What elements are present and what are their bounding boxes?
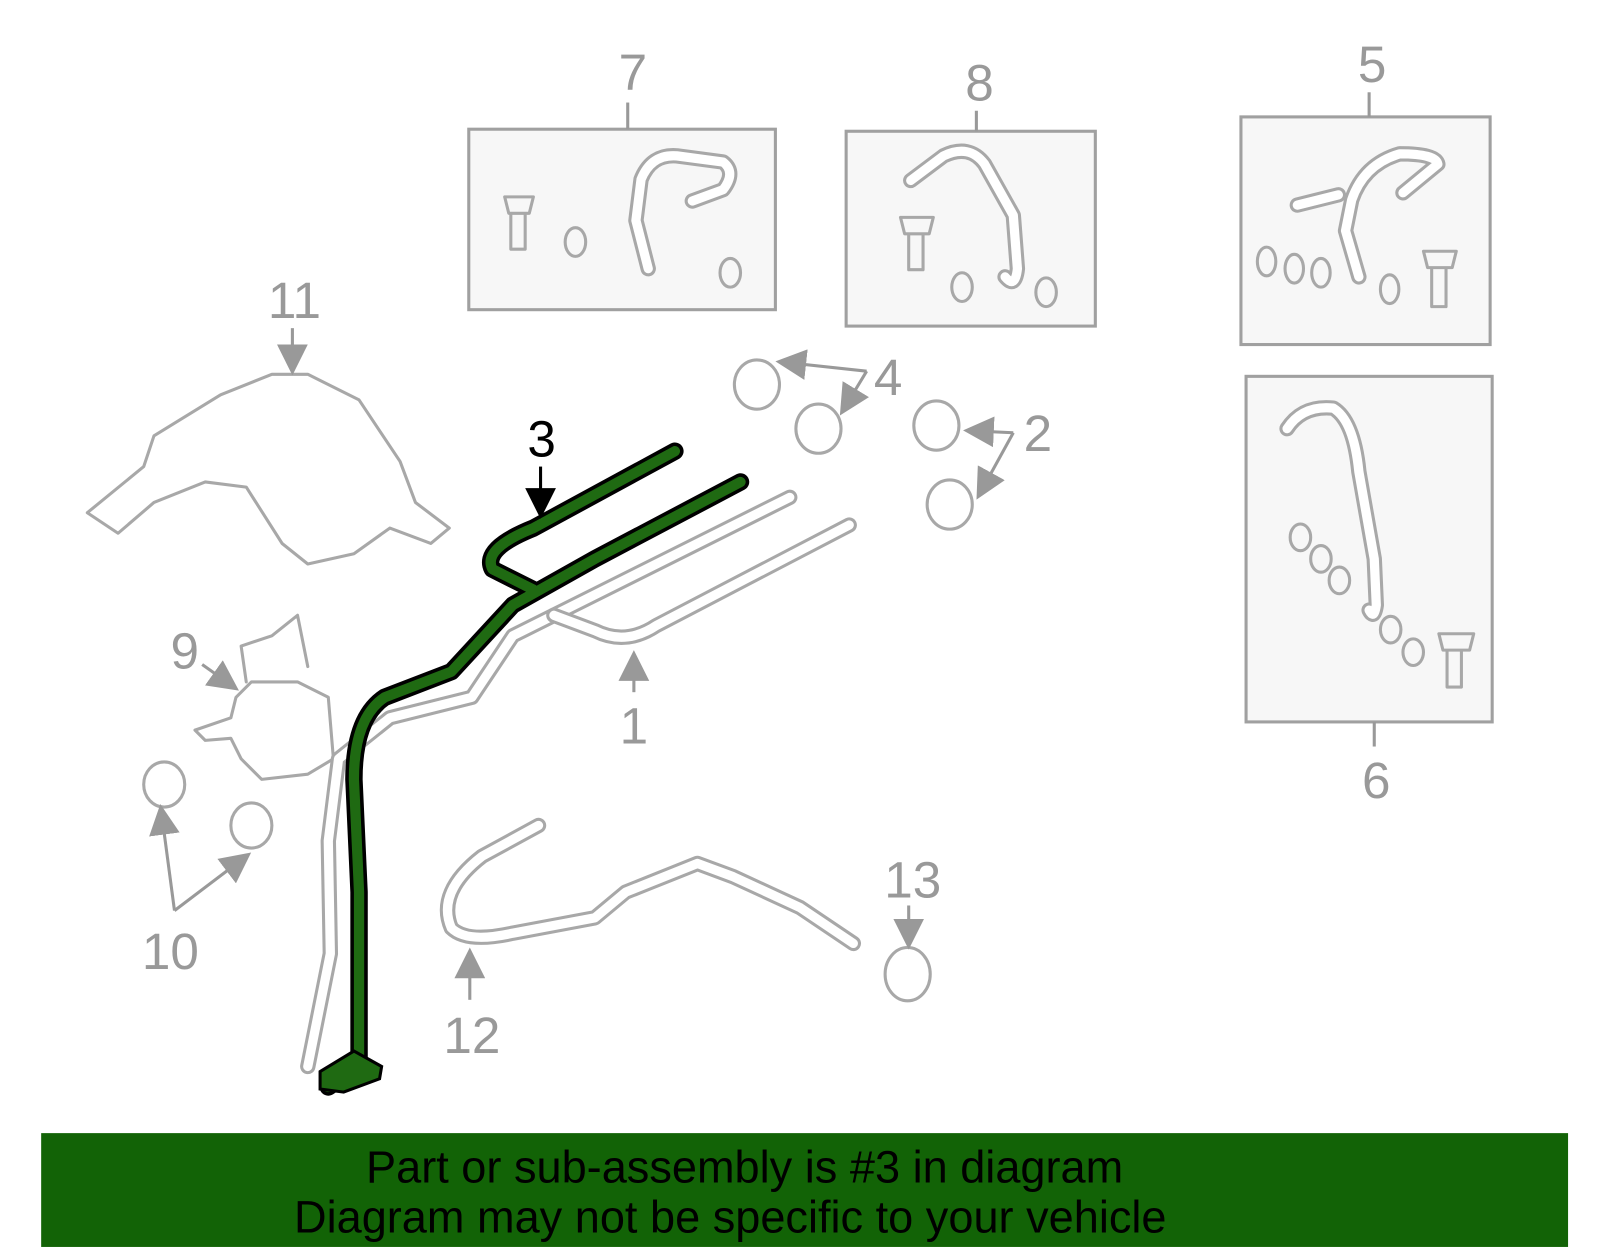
callout-11[interactable]: 11 [268, 272, 321, 329]
part-11-bracket[interactable] [85, 372, 451, 566]
callout-labels: 1 2 3 4 5 6 7 8 9 10 11 12 13 [142, 36, 1391, 1064]
kit-box-6[interactable] [1244, 374, 1494, 724]
part-12-hose[interactable] [439, 817, 862, 952]
callout-4[interactable]: 4 [874, 349, 903, 406]
part-13-clamp[interactable] [883, 945, 932, 1003]
part-9-reservoir[interactable] [193, 613, 335, 781]
kit-box-5[interactable] [1239, 115, 1492, 347]
part-1-tube[interactable] [300, 489, 857, 1075]
callout-8[interactable]: 8 [965, 54, 994, 111]
callout-9[interactable]: 9 [170, 623, 199, 680]
leader-lines [149, 92, 1376, 1000]
banner-line-2: Diagram may not be specific to your vehi… [294, 1192, 1166, 1243]
kit-box-8[interactable] [844, 129, 1097, 328]
callout-12[interactable]: 12 [443, 1007, 500, 1064]
part-3-highlighted-tube[interactable] [318, 442, 750, 1096]
part-2-clamps[interactable] [912, 399, 974, 531]
callout-3[interactable]: 3 [527, 410, 556, 467]
banner-line-1: Part or sub-assembly is #3 in diagram [366, 1141, 1123, 1192]
kit-box-7[interactable] [467, 127, 777, 312]
callout-7[interactable]: 7 [619, 44, 648, 101]
callout-1[interactable]: 1 [620, 697, 649, 754]
info-banner: Part or sub-assembly is #3 in diagram Di… [41, 1133, 1569, 1247]
callout-13[interactable]: 13 [884, 851, 941, 908]
part-4-clamps[interactable] [732, 358, 843, 455]
callout-5[interactable]: 5 [1358, 36, 1387, 93]
callout-10[interactable]: 10 [142, 923, 199, 980]
callout-2[interactable]: 2 [1024, 405, 1053, 462]
callout-6[interactable]: 6 [1362, 752, 1391, 809]
